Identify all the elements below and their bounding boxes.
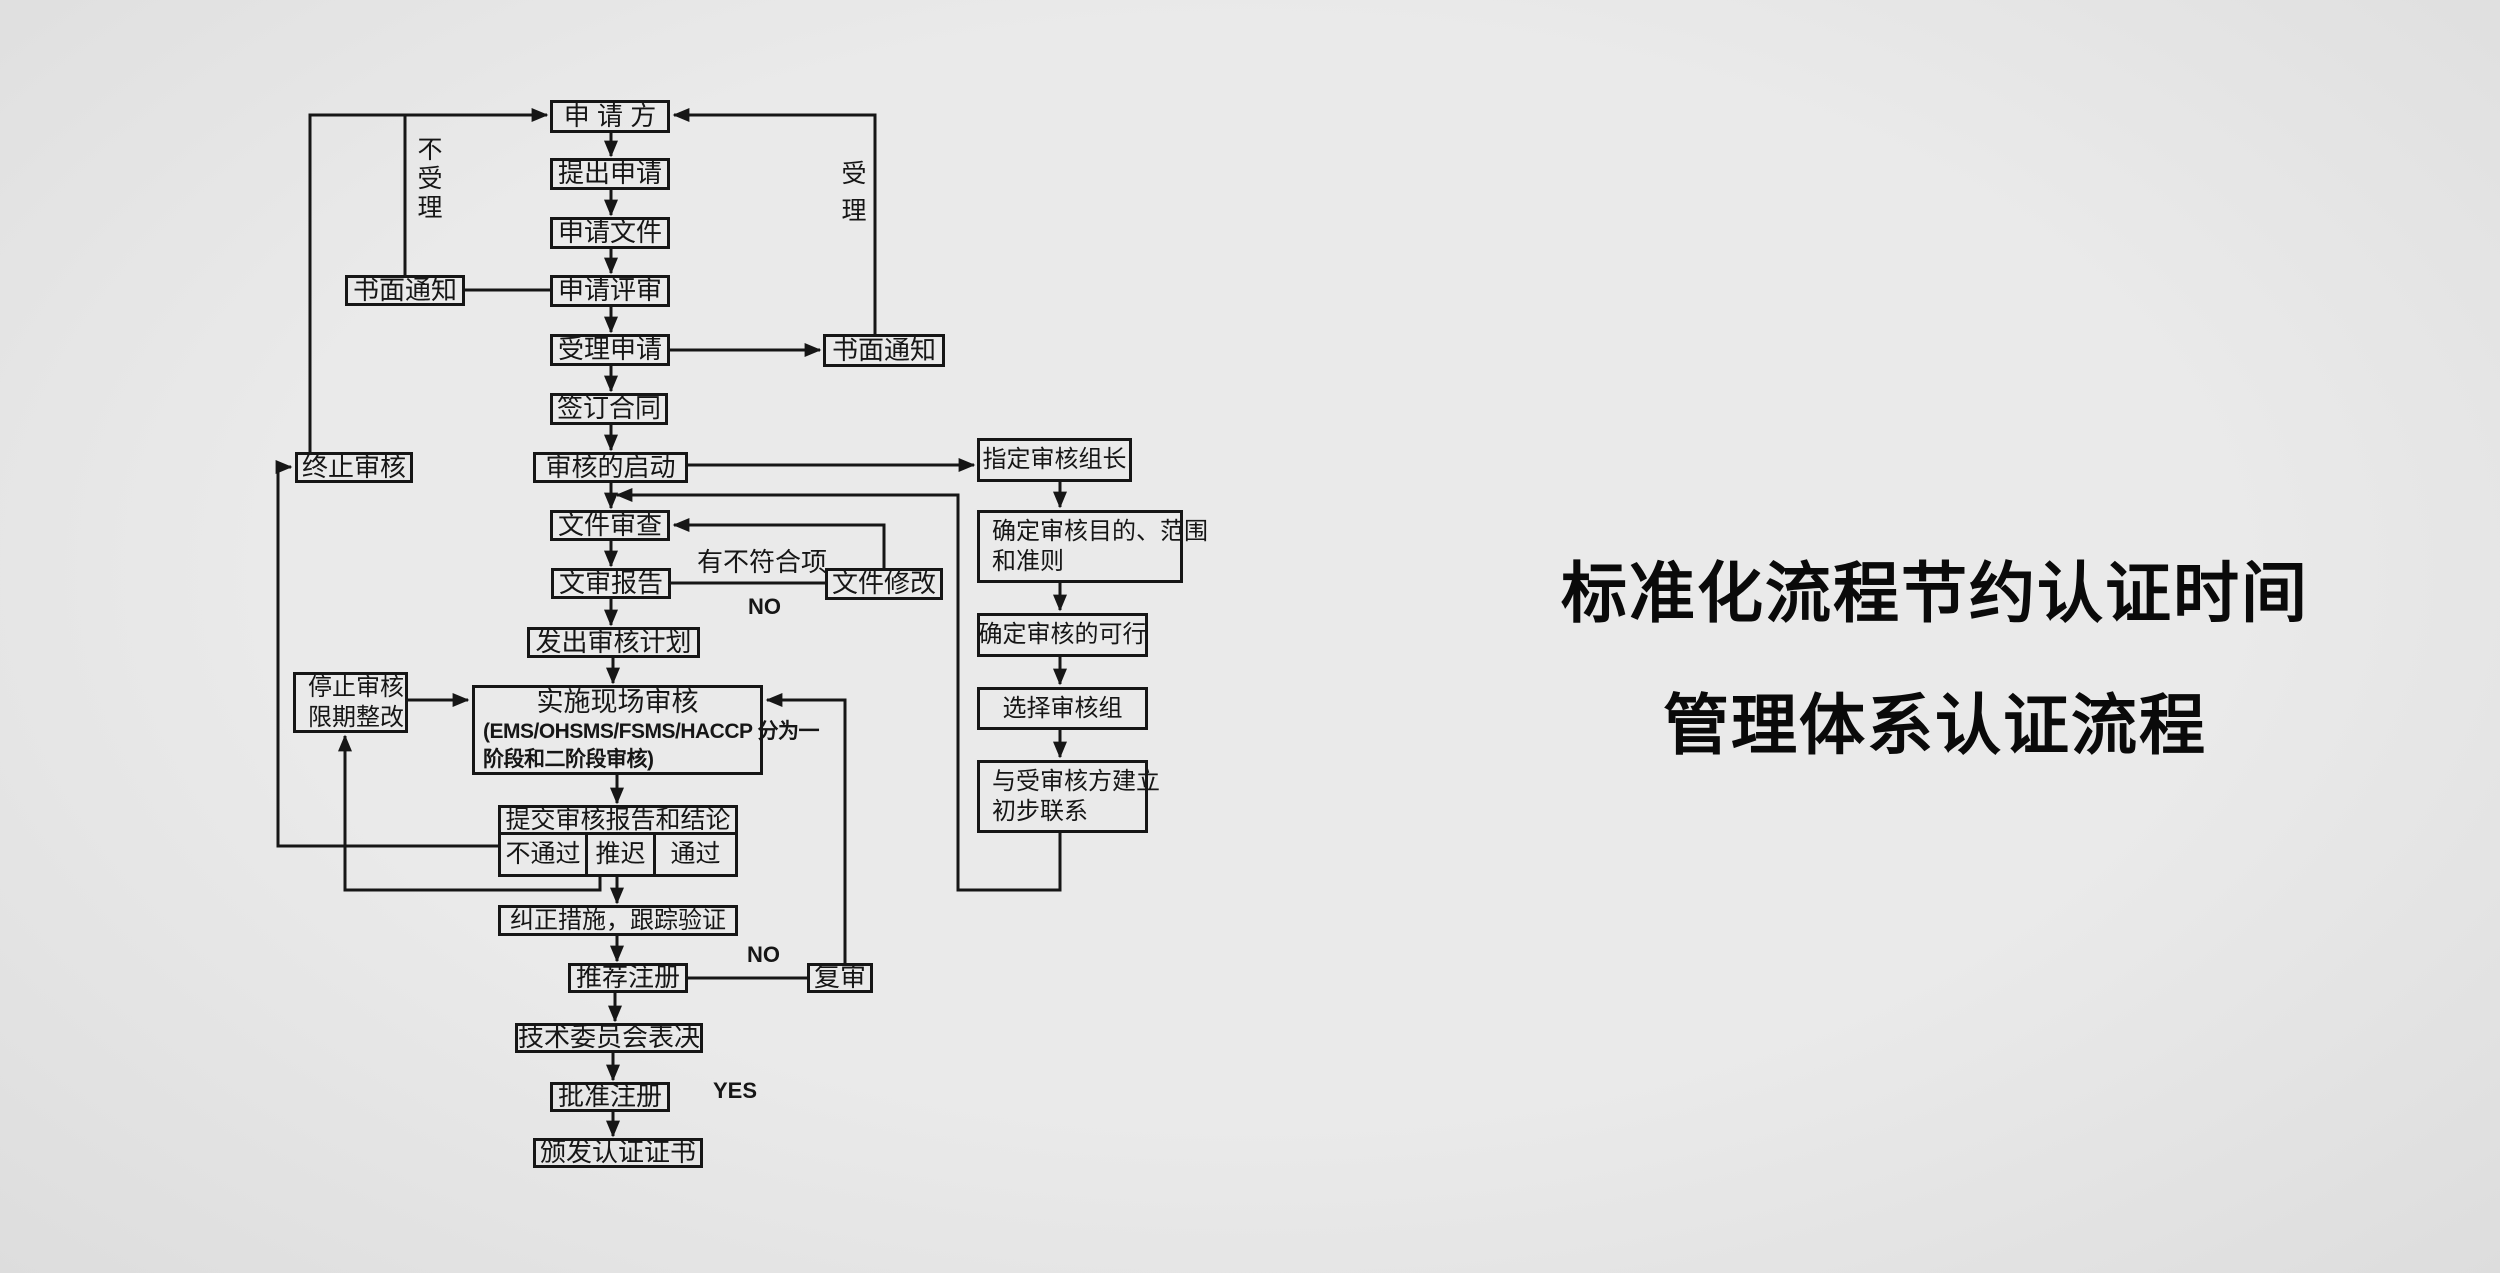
node-confirm-feasibility: 确定审核的可行 [977, 613, 1148, 657]
define-objectives-line1: 确定审核目的、范围 [992, 517, 1208, 545]
onsite-audit-detail-line2: 阶段和二阶段审核) [483, 747, 654, 771]
node-approve-registration: 批准注册 [550, 1081, 670, 1112]
node-corrective-action: 纠正措施，跟踪验证 [498, 905, 738, 936]
submit-report-results: 不通过 推迟 通过 [501, 835, 735, 874]
node-select-team: 选择审核组 [977, 687, 1148, 730]
initial-contact-line1: 与受审核方建立 [992, 767, 1160, 795]
label-nonconformity: 有不符合项 [697, 547, 828, 577]
node-document-review-report: 文审报告 [551, 568, 671, 599]
node-terminate-audit: 终止审核 [295, 452, 413, 483]
node-stop-audit: 停止审核 限期整改 [293, 672, 408, 733]
result-postpone: 推迟 [588, 835, 656, 874]
edge-noticeright-to-applicant [672, 108, 877, 334]
label-no-doc: NO [748, 594, 781, 619]
label-yes-approve: YES [713, 1078, 758, 1103]
node-accept-application: 受理申请 [550, 334, 670, 366]
edge-contact-return-to-mainflow [615, 488, 1062, 892]
node-sign-contract: 签订合同 [550, 393, 668, 425]
label-not-accepted: 不受理 [414, 136, 442, 223]
edge-terminate-to-applicant [308, 108, 549, 452]
node-onsite-audit: 实施现场审核 (EMS/OHSMS/FSMS/HACCP 分为一 阶段和二阶段审… [472, 685, 819, 775]
label-accepted: 受理 [838, 160, 866, 234]
node-written-notice-left: 书面通知 [345, 275, 465, 306]
node-re-audit: 复审 [807, 962, 873, 993]
node-recommend-registration: 推荐注册 [568, 962, 688, 993]
submit-report-header: 提交审核报告和结论 [501, 806, 735, 835]
node-audit-initiation: 审核的启动 [533, 452, 688, 483]
define-objectives-line2: 和准则 [992, 547, 1064, 575]
stop-audit-line1: 停止审核 [308, 673, 404, 701]
edge-fail-to-terminate [275, 460, 498, 848]
node-define-objectives: 确定审核目的、范围 和准则 [977, 510, 1208, 583]
label-no-reaudit: NO [747, 942, 780, 967]
edge-reaudit-to-onsite [765, 693, 847, 963]
node-application-review: 申请评审 [550, 275, 670, 307]
node-application-documents: 申请文件 [550, 217, 670, 249]
page-title-line1: 标准化流程节约认证时间 [1561, 556, 2309, 630]
node-applicant: 申 请 方 [550, 100, 670, 133]
node-issue-certificate: 颁发认证证书 [533, 1137, 703, 1168]
edge-modification-to-docreview [672, 518, 886, 568]
edge-postpone-to-stopaudit [338, 734, 602, 892]
onsite-audit-title: 实施现场审核 [536, 687, 699, 718]
result-pass: 通过 [670, 840, 721, 869]
page-title-line2: 管理体系认证流程 [1663, 688, 2207, 762]
node-document-review: 文件审查 [550, 510, 670, 541]
node-issue-audit-plan: 发出审核计划 [527, 627, 700, 658]
node-submit-report: 提交审核报告和结论 不通过 推迟 通过 [498, 805, 738, 877]
node-initial-contact: 与受审核方建立 初步联系 [977, 760, 1160, 833]
node-submit-application: 提出申请 [550, 158, 670, 190]
result-fail: 不通过 [501, 835, 588, 874]
node-document-modification: 文件修改 [825, 568, 943, 600]
stop-audit-line2: 限期整改 [308, 703, 404, 731]
node-committee-vote: 技术委员会表决 [515, 1022, 703, 1053]
node-appoint-leader: 指定审核组长 [977, 438, 1132, 482]
node-written-notice-right: 书面通知 [823, 334, 945, 367]
initial-contact-line2: 初步联系 [992, 797, 1088, 825]
onsite-audit-detail-line1: (EMS/OHSMS/FSMS/HACCP 分为一 [483, 720, 819, 744]
